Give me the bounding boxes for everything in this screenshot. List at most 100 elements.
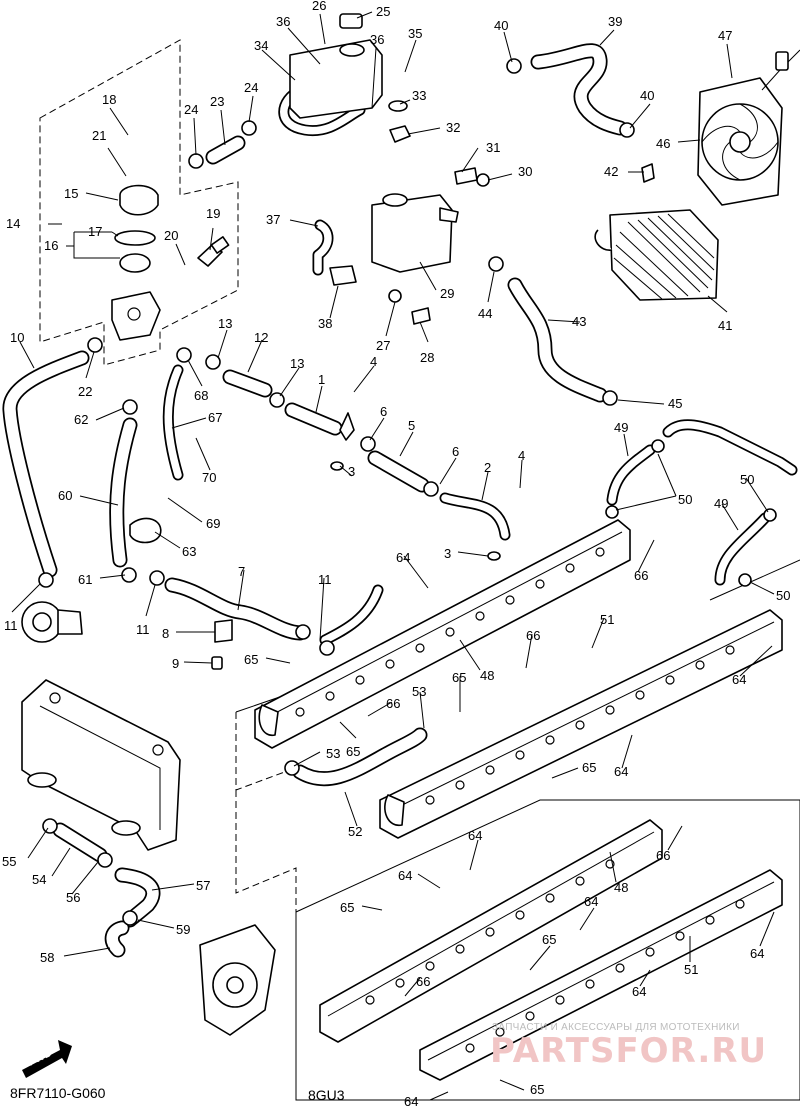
callout-41: 41 [718, 318, 732, 333]
callout-15: 15 [64, 186, 78, 201]
callout-31: 31 [486, 140, 500, 155]
callout-39: 39 [608, 14, 622, 29]
callout-68: 68 [194, 388, 208, 403]
callout-69: 69 [206, 516, 220, 531]
callout-50: 50 [678, 492, 692, 507]
callout-13: 13 [218, 316, 232, 331]
callout-48: 48 [480, 668, 494, 683]
callout-19: 19 [206, 206, 220, 221]
callout-65: 65 [582, 760, 596, 775]
callout-23: 23 [210, 94, 224, 109]
callout-67: 67 [208, 410, 222, 425]
drive-cover [199, 924, 276, 1036]
reservoir-cap [339, 13, 363, 29]
callout-64: 64 [614, 764, 628, 779]
forward-arrow-icon: FWD [22, 1040, 72, 1078]
variant-code: 8GU3 [308, 1087, 345, 1103]
callout-65: 65 [346, 744, 360, 759]
rail-48-holes [295, 547, 605, 717]
callout-40: 40 [494, 18, 508, 33]
callout-26: 26 [312, 0, 326, 13]
callout-64: 64 [468, 828, 482, 843]
callout-28: 28 [420, 350, 434, 365]
callout-45: 45 [668, 396, 682, 411]
callout-34: 34 [254, 38, 268, 53]
cooling-fan [697, 49, 800, 206]
callout-33: 33 [412, 88, 426, 103]
callout-49: 49 [714, 496, 728, 511]
callout-5: 5 [408, 418, 415, 433]
callout-6: 6 [380, 404, 387, 419]
callout-14: 14 [6, 216, 20, 231]
radiator-fins [613, 213, 715, 300]
callout-56: 56 [66, 890, 80, 905]
callout-27: 27 [376, 338, 390, 353]
callout-leader-lines [11, 11, 775, 1101]
radiator [594, 209, 719, 301]
callout-18: 18 [102, 92, 116, 107]
small-hardware [38, 58, 777, 926]
callout-51: 51 [684, 962, 698, 977]
heat-exchanger-left [254, 519, 631, 749]
callout-37: 37 [266, 212, 280, 227]
drawing-code: 8FR7110-G060 [10, 1085, 106, 1101]
callout-57: 57 [196, 878, 210, 893]
callout-50: 50 [740, 472, 754, 487]
callout-35: 35 [408, 26, 422, 41]
callout-36: 36 [276, 14, 290, 29]
heat-exchanger-8gu3-left [319, 819, 663, 1043]
callout-55: 55 [2, 854, 16, 869]
watermark-caption: ЗАПЧАСТИ И АКСЕССУАРЫ ДЛЯ МОТОТЕХНИКИ [492, 1022, 740, 1033]
callout-4: 4 [518, 448, 525, 463]
heat-exchanger-right [379, 609, 783, 839]
rear-frame [21, 679, 181, 851]
callout-65: 65 [452, 670, 466, 685]
callout-49: 49 [614, 420, 628, 435]
callout-64: 64 [732, 672, 746, 687]
callout-12: 12 [254, 330, 268, 345]
callout-6: 6 [452, 444, 459, 459]
callout-53: 53 [326, 746, 340, 761]
callout-24: 24 [244, 80, 258, 95]
callout-40: 40 [640, 88, 654, 103]
callout-66: 66 [656, 848, 670, 863]
callout-38: 38 [318, 316, 332, 331]
coolant-hoses [2, 43, 798, 958]
callout-63: 63 [182, 544, 196, 559]
callout-11: 11 [318, 572, 332, 587]
callout-50: 50 [776, 588, 790, 603]
callout-13: 13 [290, 356, 304, 371]
watermark-brand: PARTSFOR.RU [490, 1031, 767, 1071]
callout-46: 46 [656, 136, 670, 151]
callout-8: 8 [162, 626, 169, 641]
thermostat-assembly [111, 184, 161, 341]
callout-4: 4 [370, 354, 377, 369]
water-pump [21, 601, 83, 643]
callout-48: 48 [614, 880, 628, 895]
callout-54: 54 [32, 872, 46, 887]
callout-11: 11 [136, 622, 150, 637]
callout-66: 66 [416, 974, 430, 989]
callout-64: 64 [584, 894, 598, 909]
callout-64: 64 [398, 868, 412, 883]
callout-62: 62 [74, 412, 88, 427]
callout-17: 17 [88, 224, 102, 239]
temperature-sensor [197, 236, 230, 267]
callout-10: 10 [10, 330, 24, 345]
callout-52: 52 [348, 824, 362, 839]
callout-44: 44 [478, 306, 492, 321]
callout-60: 60 [58, 488, 72, 503]
callout-65: 65 [530, 1082, 544, 1097]
callout-65: 65 [244, 652, 258, 667]
callout-64: 64 [632, 984, 646, 999]
callout-43: 43 [572, 314, 586, 329]
callout-11: 11 [4, 618, 18, 633]
callout-20: 20 [164, 228, 178, 243]
callout-2: 2 [484, 460, 491, 475]
watermark: ЗАПЧАСТИ И АКСЕССУАРЫ ДЛЯ МОТОТЕХНИКИ PA… [490, 1022, 767, 1071]
callout-16: 16 [44, 238, 58, 253]
callout-66: 66 [634, 568, 648, 583]
callout-53: 53 [412, 684, 426, 699]
